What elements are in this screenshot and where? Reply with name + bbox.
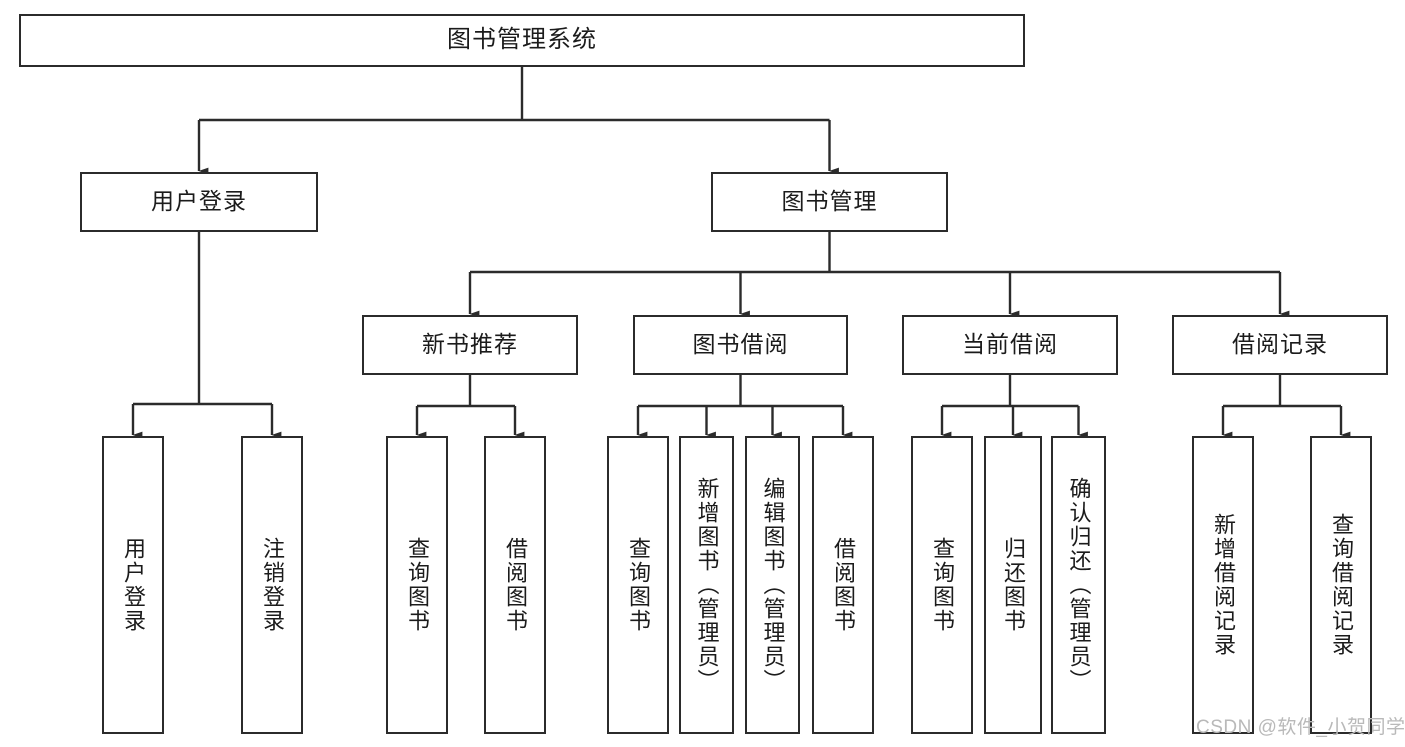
leaf-edit-book-admin[interactable]: 编辑图书（管理员） [745,436,800,734]
node-new-book-recommend[interactable]: 新书推荐 [362,315,578,375]
edge-group [131,67,1351,439]
node-root[interactable]: 图书管理系统 [19,14,1025,67]
leaf-add-borrow-record[interactable]: 新增借阅记录 [1192,436,1254,734]
node-book-management[interactable]: 图书管理 [711,172,948,232]
leaf-return-book[interactable]: 归还图书 [984,436,1042,734]
leaf-query-books-current[interactable]: 查询图书 [911,436,973,734]
node-user-login[interactable]: 用户登录 [80,172,318,232]
node-root-label: 图书管理系统 [447,26,597,54]
node-book-borrow[interactable]: 图书借阅 [633,315,848,375]
node-borrow-records-label: 借阅记录 [1232,331,1328,358]
leaf-borrow-book[interactable]: 借阅图书 [812,436,874,734]
node-book-borrow-label: 图书借阅 [692,331,789,358]
node-current-borrow[interactable]: 当前借阅 [902,315,1118,375]
node-user-login-label: 用户登录 [151,188,247,215]
node-current-borrow-label: 当前借阅 [962,331,1058,358]
node-borrow-records[interactable]: 借阅记录 [1172,315,1388,375]
leaf-query-books-recommend[interactable]: 查询图书 [386,436,448,734]
leaf-add-book-admin[interactable]: 新增图书（管理员） [679,436,734,734]
leaf-query-borrow-record[interactable]: 查询借阅记录 [1310,436,1372,734]
leaf-confirm-return-admin[interactable]: 确认归还（管理员） [1051,436,1106,734]
leaf-user-logout[interactable]: 注销登录 [241,436,303,734]
node-new-book-recommend-label: 新书推荐 [422,331,518,358]
leaf-user-login[interactable]: 用户登录 [102,436,164,734]
leaf-query-books-borrow[interactable]: 查询图书 [607,436,669,734]
leaf-borrow-books-recommend[interactable]: 借阅图书 [484,436,546,734]
node-book-management-label: 图书管理 [781,188,878,215]
